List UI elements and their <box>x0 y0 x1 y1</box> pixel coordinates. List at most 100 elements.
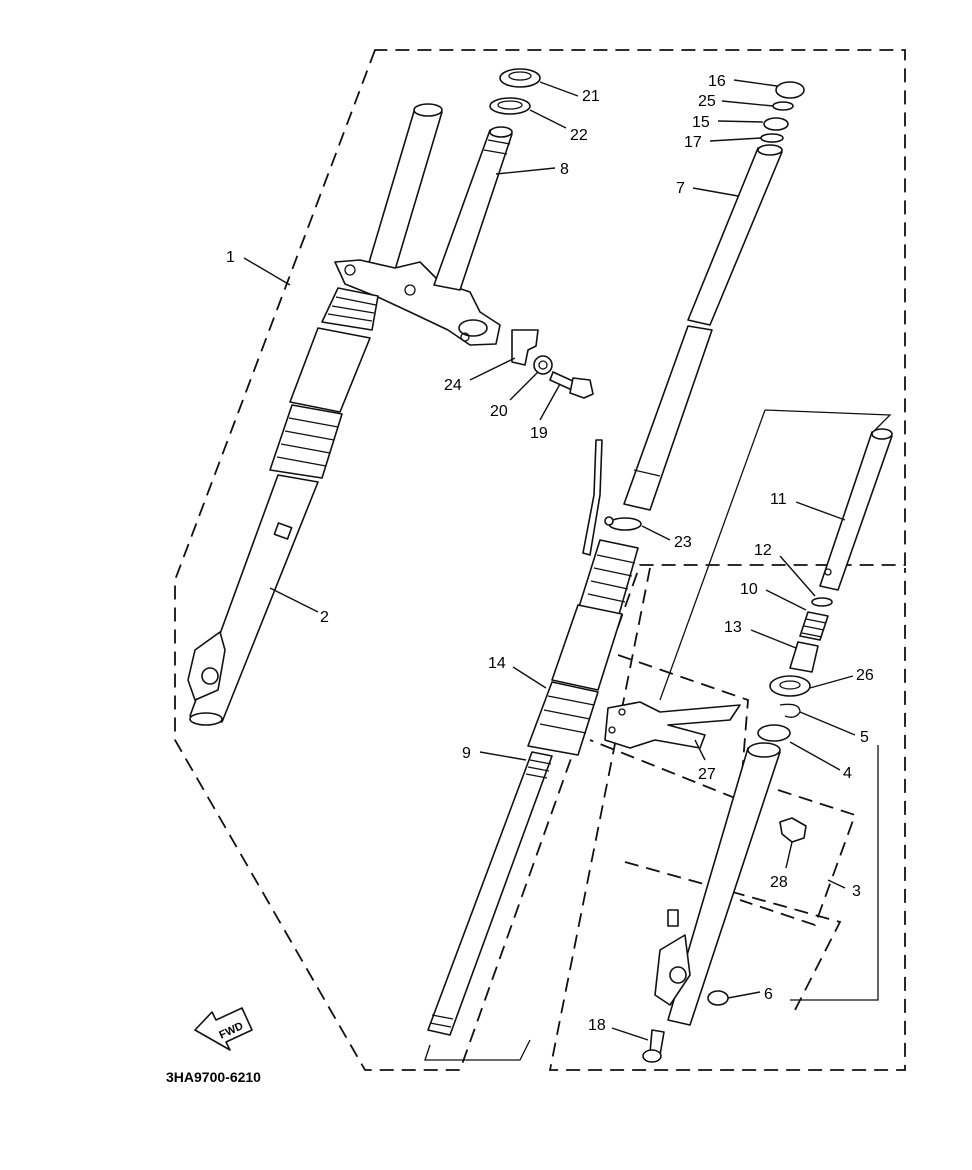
bolt-28 <box>779 817 807 843</box>
damper-rod-11-top <box>871 428 893 440</box>
left-lower-boot-ribs <box>276 417 339 467</box>
lower-inner-tube-9 <box>427 751 553 1036</box>
spring-10-coils <box>801 618 827 638</box>
right-fork-parts <box>427 81 805 1036</box>
boot-14-cover <box>551 604 623 691</box>
catalog-code: 3HA9700-6210 <box>166 1069 261 1085</box>
outer-tube-3-slot <box>667 909 679 927</box>
leader-3 <box>827 879 846 889</box>
oil-seal-21 <box>499 68 541 88</box>
callout-19: 19 <box>530 425 548 442</box>
leader-28 <box>785 841 793 869</box>
leader-9 <box>479 751 527 761</box>
callout-1: 1 <box>226 249 235 266</box>
clamp-23 <box>608 517 642 531</box>
left-upper-bracket <box>334 259 501 346</box>
leader-15 <box>717 120 764 123</box>
left-bracket-bolt-2 <box>404 284 416 296</box>
clip-24 <box>511 329 539 366</box>
damper-rod-11 <box>819 431 893 591</box>
leader-10 <box>765 589 807 611</box>
callout-27: 27 <box>698 766 716 783</box>
callout-10: 10 <box>740 581 758 598</box>
right-damper-parts <box>604 428 893 1063</box>
ring-12 <box>811 597 833 607</box>
breather-hose <box>582 439 603 556</box>
o-ring-25 <box>772 101 794 111</box>
callout-16: 16 <box>708 73 726 90</box>
callout-24: 24 <box>444 377 462 394</box>
oil-seal-21-inner <box>508 71 532 81</box>
center-inner-tube-top <box>489 126 513 138</box>
callout-5: 5 <box>860 729 869 746</box>
callout-18: 18 <box>588 1017 606 1034</box>
left-axle-lug <box>187 631 226 701</box>
leader-18 <box>611 1027 649 1041</box>
leader-25 <box>721 100 774 107</box>
callout-4: 4 <box>843 765 852 782</box>
callout-14: 14 <box>488 655 506 672</box>
washer-20 <box>533 355 553 375</box>
bracket-27-hole-2 <box>608 726 616 734</box>
leader-13 <box>750 629 797 649</box>
callout-15: 15 <box>692 114 710 131</box>
left-inner-tube <box>364 107 443 281</box>
center-inner-tube <box>433 129 513 291</box>
callout-9: 9 <box>462 745 471 762</box>
left-boot-cover <box>289 327 371 413</box>
leader-17 <box>709 137 762 142</box>
leader-8 <box>495 167 556 175</box>
leader-16 <box>733 79 778 87</box>
left-lower-boot <box>269 404 343 479</box>
bracket-tube-9 <box>424 1039 531 1061</box>
seal-26-inner <box>779 680 801 690</box>
dust-seal-22 <box>489 97 531 115</box>
seal-4 <box>757 724 791 742</box>
callout-6: 6 <box>764 986 773 1003</box>
fork-spring-upper <box>687 147 783 326</box>
leader-23 <box>641 525 671 541</box>
callout-12: 12 <box>754 542 772 559</box>
boot-14-bottom <box>527 681 599 756</box>
boundary-bracket-27 <box>589 654 749 802</box>
fwd-arrow-shape <box>194 1007 253 1051</box>
leader-12 <box>779 555 816 597</box>
boundary-left-assembly <box>174 49 906 1071</box>
bolt-18-head <box>642 1049 662 1063</box>
leader-20 <box>509 371 539 401</box>
bracket-27-hole-1 <box>618 708 626 716</box>
lower-inner-tube-9-thread-bottom <box>429 1014 454 1028</box>
center-inner-tube-rings <box>483 139 511 155</box>
callout-7: 7 <box>676 180 685 197</box>
callout-25: 25 <box>698 93 716 110</box>
leader-22 <box>529 109 567 129</box>
callout-11: 11 <box>770 491 787 508</box>
assembly-boundaries <box>174 49 906 1071</box>
left-bracket-hole <box>458 319 488 337</box>
fork-spring-band <box>633 469 661 477</box>
fork-spring-lower <box>623 325 713 511</box>
leader-19 <box>539 383 561 421</box>
leader-27 <box>694 739 706 761</box>
leader-7 <box>692 187 739 197</box>
lower-inner-tube-9-thread-top <box>525 759 552 779</box>
washer-6 <box>707 990 729 1006</box>
boundary-lower-inner <box>624 861 842 1011</box>
damper-rod-11-hole <box>824 568 832 576</box>
callout-22: 22 <box>570 127 588 144</box>
left-outer-tube-bottom <box>189 712 223 726</box>
left-bracket-bolt-3 <box>460 332 470 342</box>
leader-26 <box>809 675 854 689</box>
callout-13: 13 <box>724 619 742 636</box>
callout-8: 8 <box>560 161 569 178</box>
leader-lines <box>243 79 856 1041</box>
leader-11 <box>795 501 846 521</box>
left-upper-boot-ribs <box>327 296 377 322</box>
callout-28: 28 <box>770 874 788 891</box>
leader-4 <box>789 741 841 771</box>
outer-tube-3-top <box>747 742 781 758</box>
clamp-23-screw <box>604 516 614 526</box>
leader-24 <box>469 357 516 381</box>
bracket-outer-tube-set <box>790 745 879 1001</box>
